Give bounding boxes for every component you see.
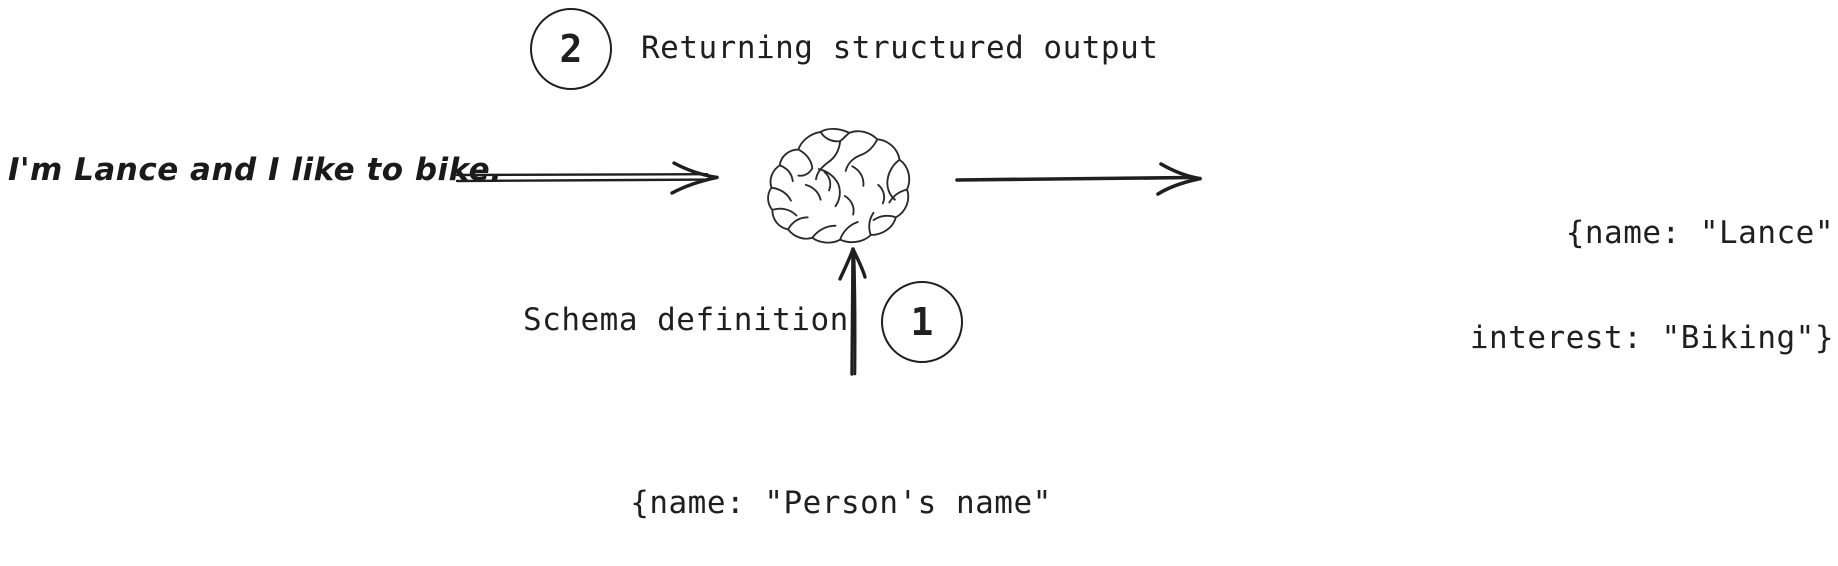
arrow-up-icon: [838, 247, 867, 376]
input-sentence: I'm Lance and I like to bike.: [8, 152, 503, 188]
output-json-line-1: {name: "Lance": [1565, 215, 1834, 251]
arrow-right-icon: [955, 162, 1202, 196]
schema-definition-caption: Schema definition: [523, 302, 849, 338]
output-json-line-2: interest: "Biking"}: [1469, 320, 1834, 356]
arrow-schema-to-brain: [818, 246, 888, 376]
arrow-right-icon: [455, 161, 719, 195]
step-2-caption: Returning structured output: [641, 30, 1159, 66]
output-json: {name: "Lance" interest: "Biking"}: [1238, 146, 1834, 426]
brain-icon: [767, 127, 911, 244]
arrow-brain-to-output: [955, 150, 1215, 210]
step-badge-2-label: 2: [559, 27, 583, 71]
arrow-input-to-brain: [455, 148, 745, 208]
step-badge-1: 1: [881, 281, 963, 363]
step-badge-2: 2: [530, 8, 612, 90]
schema-json: {name: "Person's name" interest: "Person…: [600, 408, 1082, 566]
schema-json-line-1: {name: "Person's name": [630, 485, 1052, 521]
step-badge-1-label: 1: [910, 300, 934, 344]
brain-figure: [762, 118, 922, 248]
